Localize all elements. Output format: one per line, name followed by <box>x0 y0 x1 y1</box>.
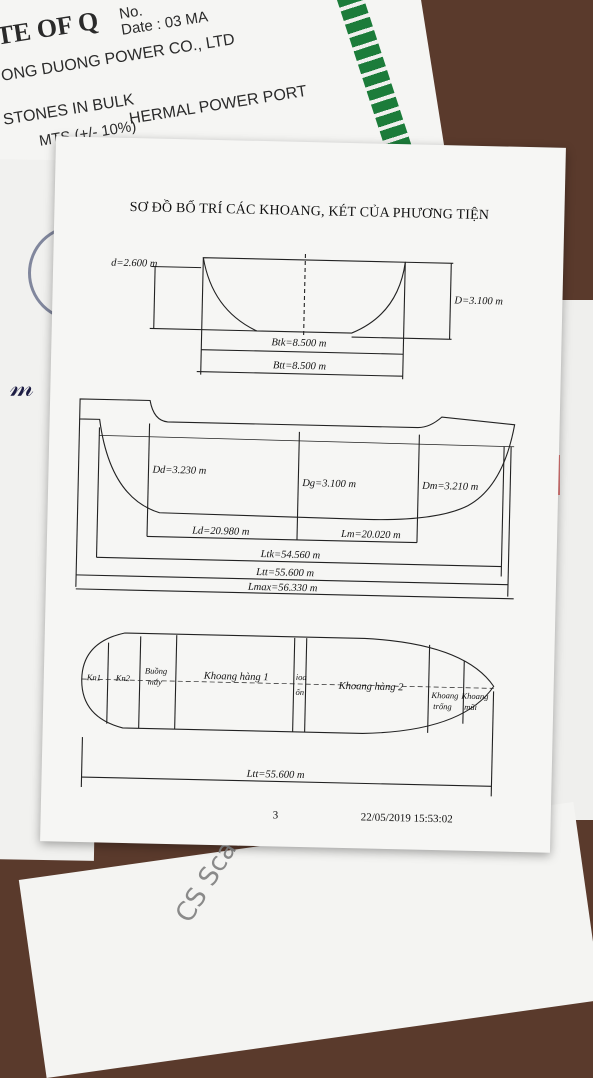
ship-diagram-page: SƠ ĐỒ BỐ TRÍ CÁC KHOANG, KÉT CỦA PHƯƠNG … <box>40 136 566 853</box>
label-dm: Dm=3.210 m <box>422 480 479 493</box>
label-d: d=2.600 m <box>111 257 158 270</box>
label-lmax: Lmax=56.330 m <box>247 581 318 595</box>
label-ltt: Ltt=55.600 m <box>256 566 315 580</box>
label-khoang-trong-2: trống <box>433 701 452 712</box>
label-lm: Lm=20.020 m <box>340 528 401 542</box>
label-kn2: Kn2 <box>115 672 131 684</box>
label-khoang-mui-1: Khoang <box>461 690 489 702</box>
label-kn1: Kn1 <box>86 672 102 683</box>
signature: 𝓂 <box>10 370 34 403</box>
label-khoang-hang-1: Khoang hàng 1 <box>203 670 269 684</box>
label-buong-may-2: máy <box>147 676 162 687</box>
label-ltk: Ltk=54.560 m <box>260 549 321 562</box>
label-dg: Dg=3.100 m <box>302 477 357 491</box>
label-middle-2: ốn <box>295 686 305 698</box>
label-middle-1: ioa <box>295 671 307 683</box>
label-khoang-mui-2: mũi <box>464 701 478 713</box>
label-khoang-trong-1: Khoang <box>431 689 459 701</box>
label-btk: Btk=8.500 m <box>271 337 327 350</box>
label-dd: Dd=3.230 m <box>152 464 207 477</box>
label-ld: Ld=20.980 m <box>192 525 250 538</box>
label-buong-may-1: Buồng <box>144 665 168 676</box>
ship-diagram <box>75 253 516 797</box>
scan-timestamp: 22/05/2019 15:53:02 <box>360 811 453 826</box>
page-number: 3 <box>272 809 279 822</box>
label-plan-ltt: Ltt=55.600 m <box>246 768 305 782</box>
profile-view <box>75 398 516 600</box>
plan-view <box>80 632 495 797</box>
label-D: D=3.100 m <box>454 295 504 308</box>
label-khoang-hang-2: Khoang hàng 2 <box>338 680 404 694</box>
cross-section-view <box>149 253 454 380</box>
label-btt: Btt=8.500 m <box>272 360 327 373</box>
